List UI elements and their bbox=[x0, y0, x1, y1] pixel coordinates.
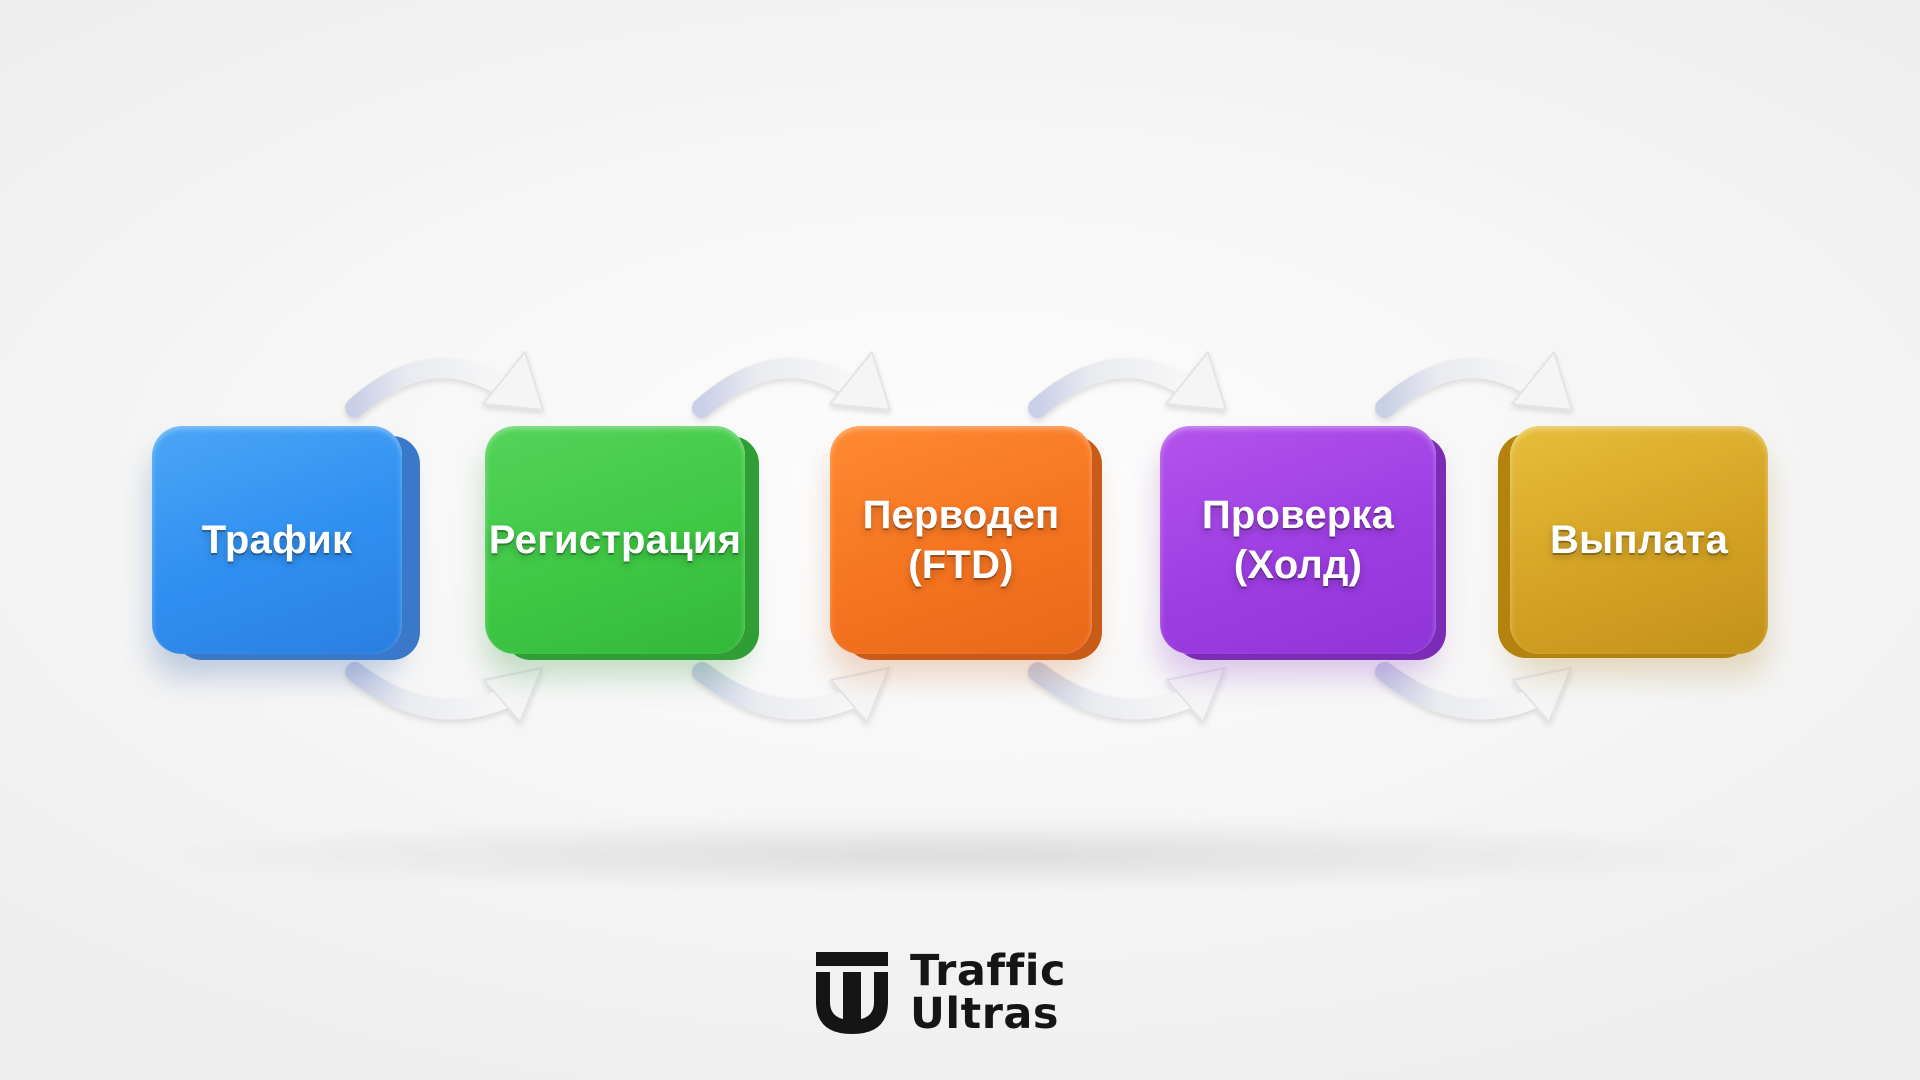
curved-arrow-icon bbox=[1028, 351, 1227, 418]
brand-line-1: Traffic bbox=[910, 946, 1066, 996]
brand-line-2: Ultras bbox=[910, 989, 1060, 1039]
brand-wordmark: Traffic Ultras bbox=[910, 950, 1066, 1036]
step-label: Проверка (Холд) bbox=[1201, 493, 1395, 587]
step-label: Регистрация bbox=[488, 518, 742, 562]
curved-arrow-icon bbox=[345, 351, 544, 418]
brand-logo: Traffic Ultras bbox=[816, 950, 1066, 1036]
curved-arrow-icon bbox=[692, 662, 890, 723]
curved-arrow-icon bbox=[345, 662, 543, 723]
step-label: Выплата bbox=[1549, 518, 1729, 562]
step-hold-check: Проверка (Холд) bbox=[1160, 426, 1436, 654]
traffic-ultras-logo-icon bbox=[816, 952, 888, 1034]
step-traffic: Трафик bbox=[152, 426, 402, 654]
step-payout: Выплата bbox=[1510, 426, 1768, 654]
floor-shadow bbox=[180, 820, 1740, 890]
step-label: Трафик bbox=[201, 518, 353, 562]
step-first-deposit: Перводеп (FTD) bbox=[830, 426, 1092, 654]
curved-arrow-icon bbox=[1375, 351, 1573, 418]
curved-arrow-icon bbox=[1375, 662, 1572, 723]
step-label: Перводеп (FTD) bbox=[862, 493, 1060, 587]
curved-arrow-icon bbox=[692, 351, 891, 418]
curved-arrow-icon bbox=[1028, 662, 1226, 723]
step-registration: Регистрация bbox=[485, 426, 745, 654]
